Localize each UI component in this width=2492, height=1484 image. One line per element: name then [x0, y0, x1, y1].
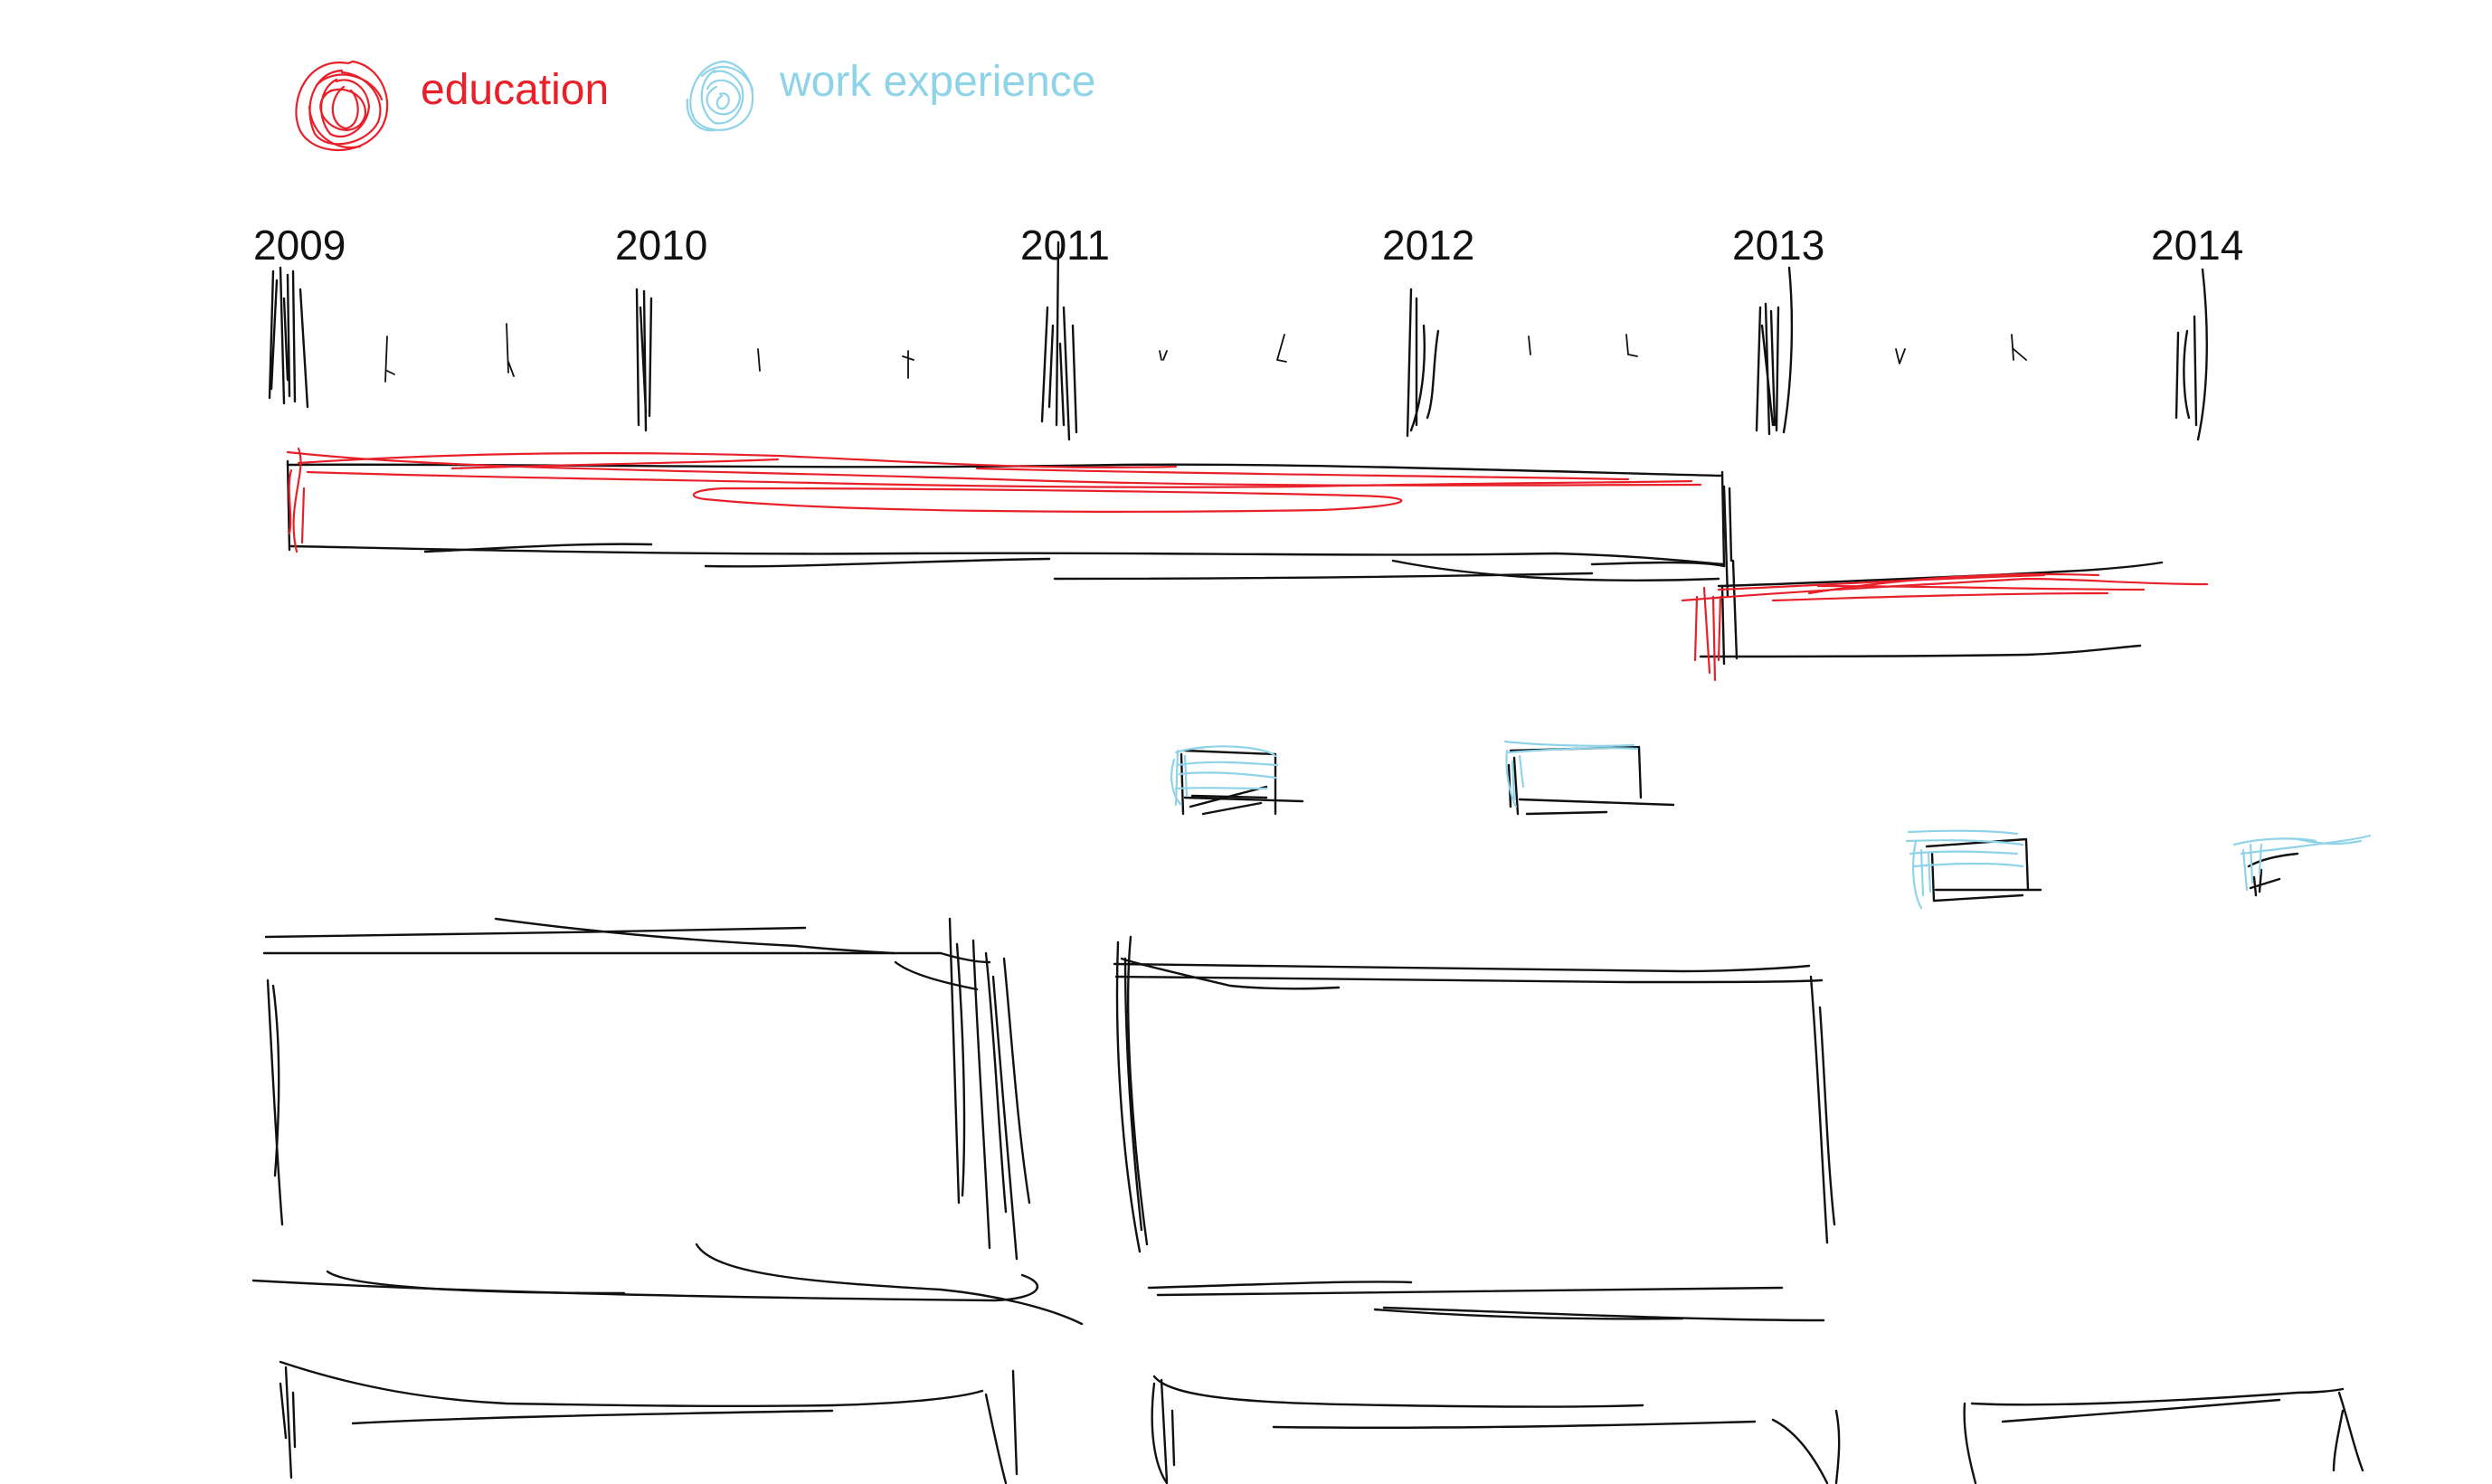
minor-tick [506, 323, 515, 377]
minor-tick [757, 348, 761, 372]
education-swatch-icon [295, 60, 389, 152]
education-bar-2 [1681, 485, 2209, 682]
work-bar-2 [1503, 740, 1675, 816]
content-card-4 [1151, 1375, 1841, 1484]
year-axis: 2009 2010 2011 2012 2013 2014 [253, 222, 2243, 441]
major-tick-2010 [635, 288, 653, 432]
minor-tick [1276, 334, 1287, 363]
legend-item-education: education [295, 60, 609, 152]
minor-tick [1159, 350, 1168, 361]
major-tick-2012 [1406, 288, 1440, 438]
content-card-1 [251, 917, 1084, 1326]
legend-item-work-experience: work experience [686, 58, 1096, 132]
year-label-2009: 2009 [253, 222, 346, 269]
legend-label-education: education [421, 66, 609, 114]
work-bar-4 [2232, 834, 2372, 897]
major-tick-2014 [2175, 268, 2208, 441]
minor-tick [1528, 336, 1531, 355]
content-card-3 [279, 1360, 1019, 1484]
year-label-2012: 2012 [1382, 222, 1474, 269]
legend: education work experience [295, 58, 1096, 152]
legend-label-work-experience: work experience [779, 58, 1096, 106]
work-experience-swatch-icon [686, 60, 754, 132]
year-label-2011: 2011 [1020, 222, 1110, 269]
year-label-2010: 2010 [615, 222, 707, 269]
education-bar-1 [286, 447, 1733, 581]
minor-tick [1625, 334, 1638, 357]
minor-ticks [384, 323, 2027, 383]
content-card-2 [1113, 935, 1836, 1322]
minor-tick [384, 336, 395, 383]
year-label-2013: 2013 [1732, 222, 1824, 269]
minor-tick [2011, 334, 2027, 361]
minor-tick [1895, 348, 1906, 364]
major-tick-2013 [1755, 266, 1794, 436]
year-label-2014: 2014 [2151, 222, 2243, 269]
work-bar-1 [1170, 745, 1304, 816]
work-bar-3 [1905, 829, 2042, 910]
major-tick-2011 [1040, 241, 1078, 441]
minor-tick [902, 350, 914, 379]
major-tick-2009 [268, 266, 309, 409]
content-card-5 [1963, 1387, 2364, 1484]
